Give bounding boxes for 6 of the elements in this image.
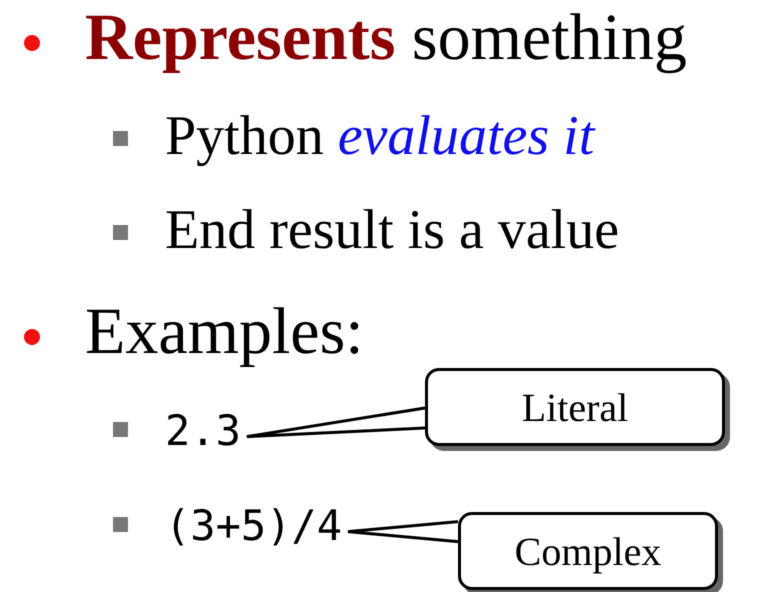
bullet-text: Represents something bbox=[85, 2, 687, 75]
code-text: (3+5)/4 bbox=[165, 503, 348, 550]
code-text: 2.3 bbox=[165, 408, 247, 454]
bullet-text: Examples: bbox=[85, 296, 364, 369]
bullet-text: Python evaluates it bbox=[165, 106, 594, 168]
bullet-text: End result is a value bbox=[165, 200, 620, 262]
